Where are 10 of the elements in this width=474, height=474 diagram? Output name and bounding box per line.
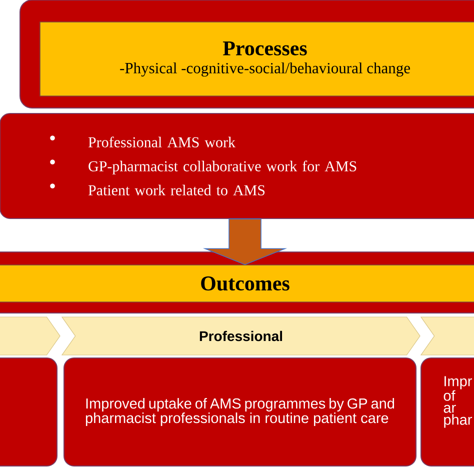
block-arrow bbox=[202, 218, 288, 266]
outcome-box bbox=[0, 358, 58, 466]
chevron-banner: Professional bbox=[61, 316, 420, 356]
chevron-banner bbox=[0, 316, 60, 356]
chevron-banner bbox=[420, 316, 474, 356]
title-box: Processes -Physical -cognitive-social/behavioural change bbox=[40, 22, 474, 96]
title-band: Outcomes bbox=[0, 264, 474, 302]
outcome-box: Improved uptake of AMS programmes by GP and pharmacist professionals in routine patient care bbox=[64, 358, 416, 466]
process-box: Professional AMS work GP-pharmacist collaborative work for AMS Patient work related to AMS bbox=[0, 113, 474, 219]
outcome-box: Impr of ar phar bbox=[420, 358, 474, 466]
